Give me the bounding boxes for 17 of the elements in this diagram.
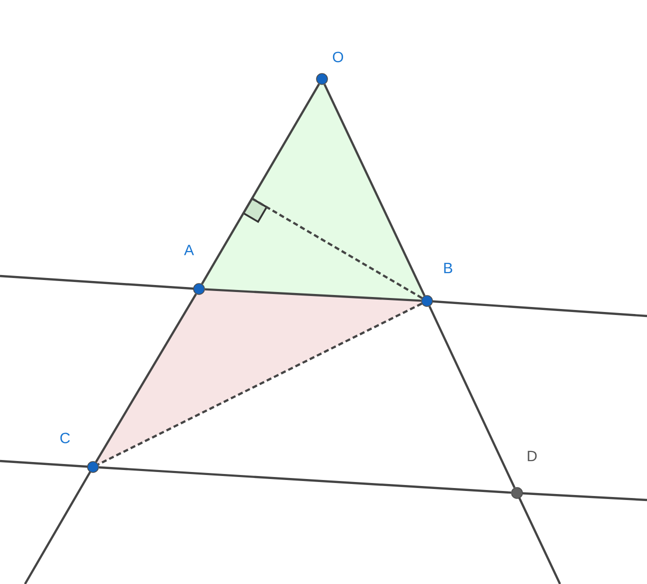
point-label: O xyxy=(332,52,344,62)
point xyxy=(193,283,205,295)
line-segment xyxy=(428,306,516,488)
point-label: B xyxy=(444,262,452,274)
line-segment xyxy=(98,466,512,494)
line-segment xyxy=(324,84,426,296)
point-label: D xyxy=(528,450,537,462)
point xyxy=(421,295,433,307)
point xyxy=(316,73,328,85)
point-label: A xyxy=(184,244,194,256)
point-label: C xyxy=(60,432,70,444)
line-segment xyxy=(251,198,422,299)
line-segment xyxy=(204,288,422,302)
point xyxy=(87,461,99,473)
point xyxy=(511,487,523,499)
line-segment xyxy=(95,294,197,462)
line-segment xyxy=(201,84,320,284)
